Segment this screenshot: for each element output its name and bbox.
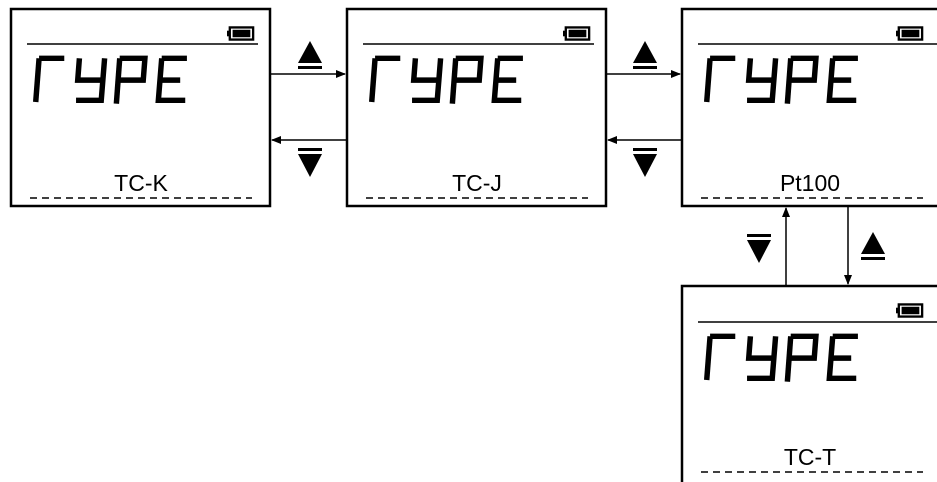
lcd-screen-pt100: Pt100 xyxy=(680,7,937,208)
sensor-type-label: Pt100 xyxy=(780,170,840,196)
transition-tc-j-to-pt100 xyxy=(607,41,681,78)
transition-tc-k-to-tc-j xyxy=(271,41,346,78)
transition-tc-t-to-pt100 xyxy=(747,207,790,285)
battery-icon xyxy=(896,303,924,318)
lcd-screen-tc-j: TC-J xyxy=(345,7,608,208)
mode-type-display xyxy=(707,336,858,381)
sensor-type-label: TC-K xyxy=(114,170,168,196)
lcd-screen-tc-k: TC-K xyxy=(9,7,272,208)
sensor-type-label: TC-T xyxy=(784,444,836,470)
up-triangle-icon xyxy=(861,232,885,260)
down-triangle-icon xyxy=(633,148,657,177)
down-triangle-icon xyxy=(747,234,771,263)
transition-tc-j-to-tc-k xyxy=(271,136,346,177)
down-triangle-icon xyxy=(298,148,322,177)
up-triangle-icon xyxy=(633,41,657,69)
lcd-screen-tc-t: TC-T xyxy=(680,284,937,482)
transition-pt100-to-tc-t xyxy=(844,207,885,285)
transition-pt100-to-tc-j xyxy=(607,136,681,177)
up-triangle-icon xyxy=(298,41,322,69)
sensor-type-label: TC-J xyxy=(452,170,502,196)
